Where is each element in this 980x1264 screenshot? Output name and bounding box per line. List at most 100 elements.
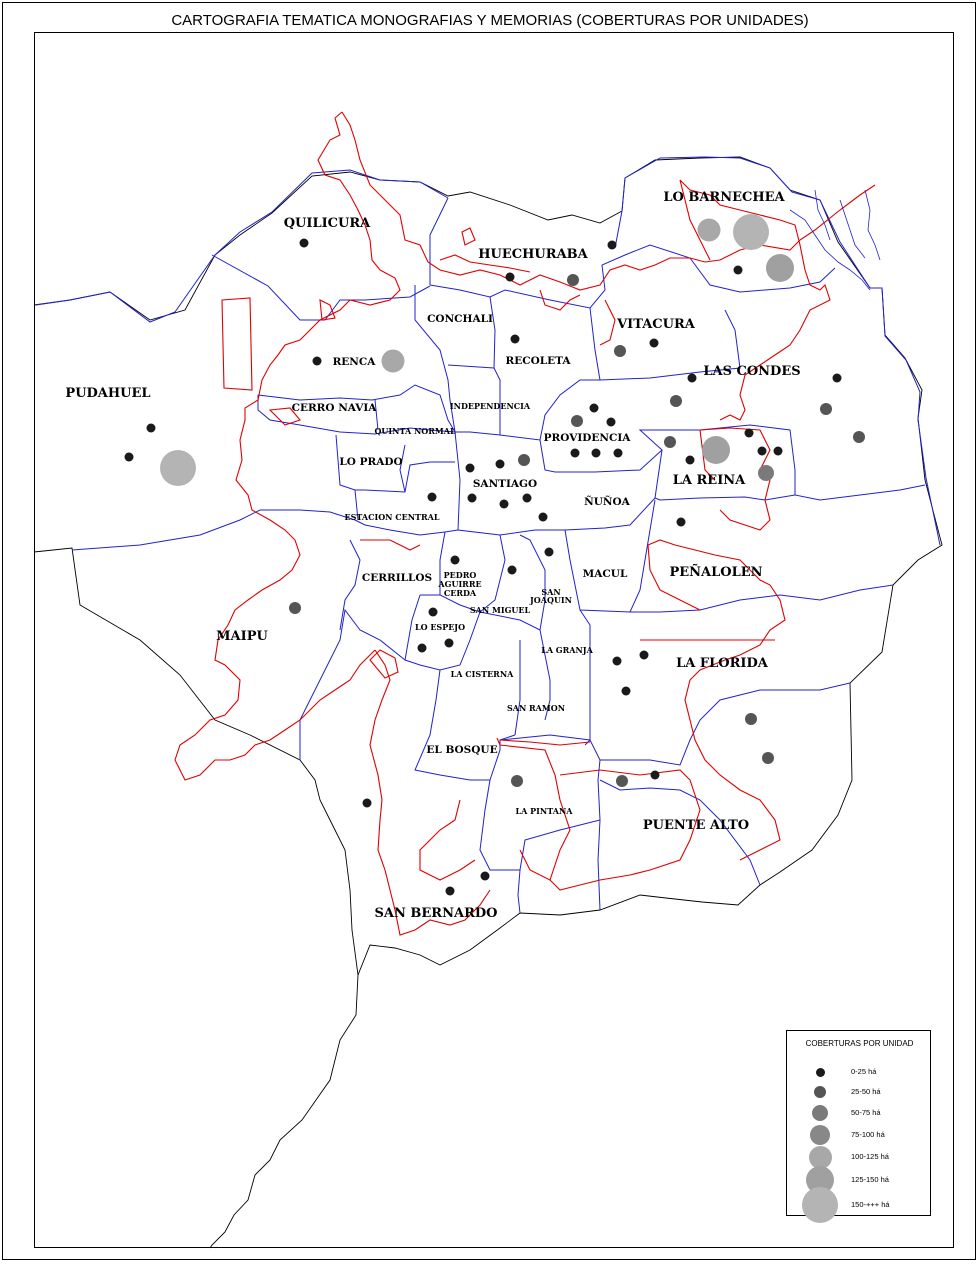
commune-boundaries [35,156,941,914]
legend-row: 150-+++ há [787,1187,932,1223]
coverage-point [124,452,134,462]
coverage-point [758,465,774,481]
coverage-point [591,448,601,458]
coverage-point [445,886,455,896]
legend-label: 0-25 há [851,1067,877,1076]
legend-symbol [815,1067,825,1077]
coverage-point [744,428,754,438]
coverage-point [507,565,517,575]
commune-label: PROVIDENCIA [544,432,632,444]
coverage-point [417,643,427,653]
commune-label: QUILICURA [284,216,371,231]
coverage-point [444,638,454,648]
coverage-point [428,607,438,617]
coverage-point [639,650,649,660]
coverage-point [467,493,477,503]
coverage-point [607,240,617,250]
region-west-outline [33,547,359,976]
legend-label: 75-100 há [851,1130,885,1139]
commune-label: HUECHURABA [478,247,588,262]
map-title: CARTOGRAFIA TEMATICA MONOGRAFIAS Y MEMOR… [171,12,809,29]
coverage-point [676,517,686,527]
coverage-point [745,713,757,725]
coverage-point [613,448,623,458]
legend-symbol [802,1187,838,1223]
region-outline [33,156,943,1249]
commune-label: ÑUÑOA [584,494,630,508]
coverage-point [820,403,832,415]
commune-label: LA GRANJA [541,645,593,655]
coverage-point [510,334,520,344]
commune-label: CERRILLOS [362,572,432,584]
commune-label: LA CISTERNA [451,669,515,679]
legend-row: 0-25 há [787,1063,932,1081]
coverage-point [160,450,196,486]
coverage-point [773,446,783,456]
coverage-point [299,238,309,248]
commune-label: VITACURA [616,317,696,332]
coverage-point [495,459,505,469]
commune-label: LA REINA [673,473,746,488]
legend-title: COBERTURAS POR UNIDAD [805,1039,914,1048]
commune-label: CONCHALI [427,313,493,325]
coverage-point [362,798,372,808]
commune-label: LAS CONDES [703,364,800,379]
coverage-point [616,775,628,787]
commune-label: SAN BERNARDO [375,906,498,921]
coverage-point [670,395,682,407]
commune-label: LA PINTANA [516,806,574,816]
commune-label: LO ESPEJO [415,622,465,632]
commune-label: PUDAHUEL [65,386,150,401]
coverage-point [649,338,659,348]
commune-label: RECOLETA [505,355,571,367]
coverage-point [450,555,460,565]
commune-label: PEDRO [444,570,477,580]
coverage-point [621,686,631,696]
commune-label: ESTACION CENTRAL [345,512,440,522]
coverage-point [511,775,523,787]
commune-label: LO PRADO [339,456,402,468]
coverage-point [465,463,475,473]
coverage-point [766,254,794,282]
coverage-point [312,356,322,366]
commune-label: PEÑALOLEN [669,564,762,580]
legend-label: 50-75 há [851,1108,881,1117]
legend-label: 100-125 há [851,1152,889,1161]
river-lines [789,189,881,291]
coverage-point [612,656,622,666]
map-inner-frame [34,32,954,1248]
legend-row: 125-150 há [787,1166,932,1194]
commune-label: RENCA [333,356,377,368]
coverage-point [664,436,676,448]
urban-limit [174,111,876,936]
coverage-point [614,345,626,357]
commune-label: AGUIRRE [437,579,481,589]
commune-label: CERRO NAVIA [292,402,378,414]
coverage-point [685,455,695,465]
coverage-point [570,448,580,458]
commune-label: PUENTE ALTO [643,818,749,833]
legend-label: 25-50 há [851,1087,881,1096]
coverage-point [538,512,548,522]
coverage-point [589,403,599,413]
coverage-point [697,218,721,242]
coverage-point [762,752,774,764]
coverage-point [650,770,660,780]
legend-label: 150-+++ há [851,1200,890,1209]
coverage-point [733,214,769,250]
coverage-point [427,492,437,502]
coverage-point [733,265,743,275]
commune-label: SAN [541,587,560,597]
legend: COBERTURAS POR UNIDAD 0-25 há 25-50 há 50-… [786,1030,932,1223]
coverage-point [480,871,490,881]
commune-label: INDEPENDENCIA [450,401,531,411]
coverage-point [505,272,515,282]
legend-label: 125-150 há [851,1175,889,1184]
commune-label: SAN RAMON [507,703,565,713]
coverage-point [757,446,767,456]
coverage-point [499,499,509,509]
coverage-point [853,431,865,443]
commune-label: SANTIAGO [473,478,537,490]
